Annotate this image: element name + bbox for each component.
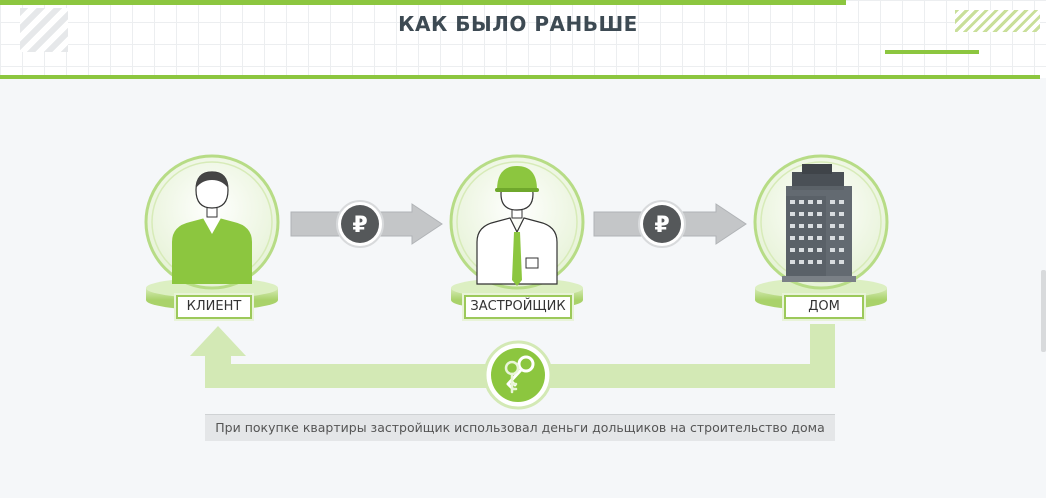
developer-person-icon [476, 166, 558, 286]
node-label-developer: ЗАСТРОЙЩИК [464, 295, 572, 319]
page-title: КАК БЫЛО РАНЬШЕ [398, 12, 638, 36]
keys-icon [483, 340, 553, 410]
header-top-accent-bar [0, 0, 846, 5]
header-hatch-decoration-right [955, 10, 1040, 32]
node-label-house: ДОМ [784, 295, 864, 319]
ruble-symbol: ₽ [352, 213, 367, 238]
caption-text: При покупке квартиры застройщик использо… [205, 414, 835, 441]
header-bottom-accent-bar [0, 75, 1040, 79]
ruble-coin-icon [341, 205, 379, 243]
money-flow-arrow-2: ₽ [593, 200, 747, 248]
money-flow-arrow-1: ₽ [290, 200, 443, 248]
client-person-icon [172, 171, 252, 284]
header: КАК БЫЛО РАНЬШЕ [0, 0, 1046, 79]
scrollbar-thumb[interactable] [1041, 270, 1046, 352]
ruble-symbol: ₽ [654, 213, 669, 238]
ruble-coin-icon [643, 205, 681, 243]
building-icon [782, 164, 856, 282]
node-label-client: КЛИЕНТ [176, 295, 252, 319]
header-hatch-decoration-left [20, 8, 68, 52]
header-side-accent-bar [885, 50, 979, 54]
return-flow-arrow [190, 324, 835, 388]
